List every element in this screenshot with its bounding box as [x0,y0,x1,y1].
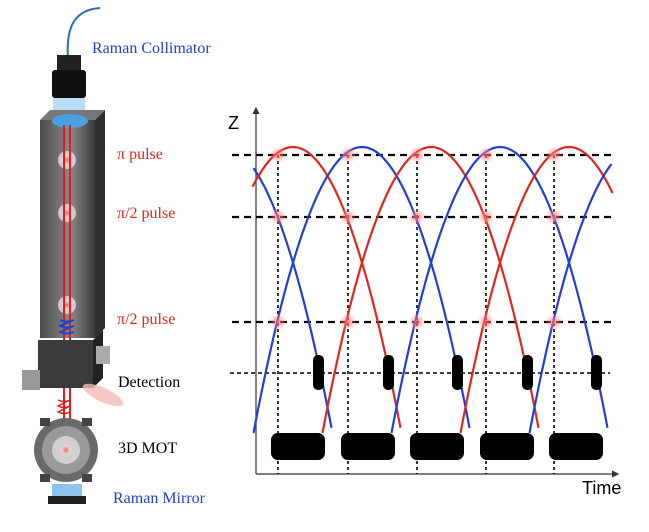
pi2-pulse-upper-label: π/2 pulse [117,205,176,222]
raman-pulse-marker [408,208,426,226]
atom-trajectory-blue [528,163,613,434]
detection-chamber [22,330,124,415]
raman-pulse-marker [269,313,287,331]
raman-pulse-marker [269,146,287,164]
atom-trajectory-red [251,145,402,429]
raman-mirror-label: Raman Mirror [113,490,205,507]
detection-window [522,355,533,390]
atom-trajectory-blue [252,145,471,434]
atom-trajectory-red [321,145,540,434]
mot-loading-block [480,433,534,460]
z-axis-label: Z [228,113,239,133]
raman-pulse-marker [339,313,357,331]
mot-loading-block [341,433,395,460]
detection-window [383,355,394,390]
detection-window [313,355,324,390]
pi2-pulse-lower-label: π/2 pulse [117,311,176,328]
mot-chamber-icon [34,418,98,482]
mot-label: 3D MOT [118,440,178,457]
detection-label: Detection [118,374,181,391]
raman-collimator-icon [52,55,86,116]
detection-window [591,355,602,390]
atom-trajectory-blue [390,145,609,434]
fiber-cable [66,7,101,61]
mot-loading-block [410,433,464,460]
raman-pulse-marker [545,208,563,226]
time-axis-label: Time [582,478,622,498]
raman-pulse-marker [477,313,495,331]
raman-pulse-marker [477,208,495,226]
raman-pulse-marker [408,313,426,331]
raman-pulse-marker [339,146,357,164]
atom-trajectory-red [459,145,614,434]
raman-pulse-marker [408,146,426,164]
raman-pulse-marker [339,208,357,226]
raman-pulse-marker [545,313,563,331]
pi-pulse-label: π pulse [117,146,163,163]
raman-pulse-marker [545,146,563,164]
raman-collimator-label: Raman Collimator [92,40,211,57]
mot-loading-block [549,433,603,460]
raman-pulse-marker [477,146,495,164]
mot-loading-block [271,433,325,460]
detection-window [452,355,463,390]
raman-pulse-marker [269,208,287,226]
raman-mirror-icon [48,484,86,504]
